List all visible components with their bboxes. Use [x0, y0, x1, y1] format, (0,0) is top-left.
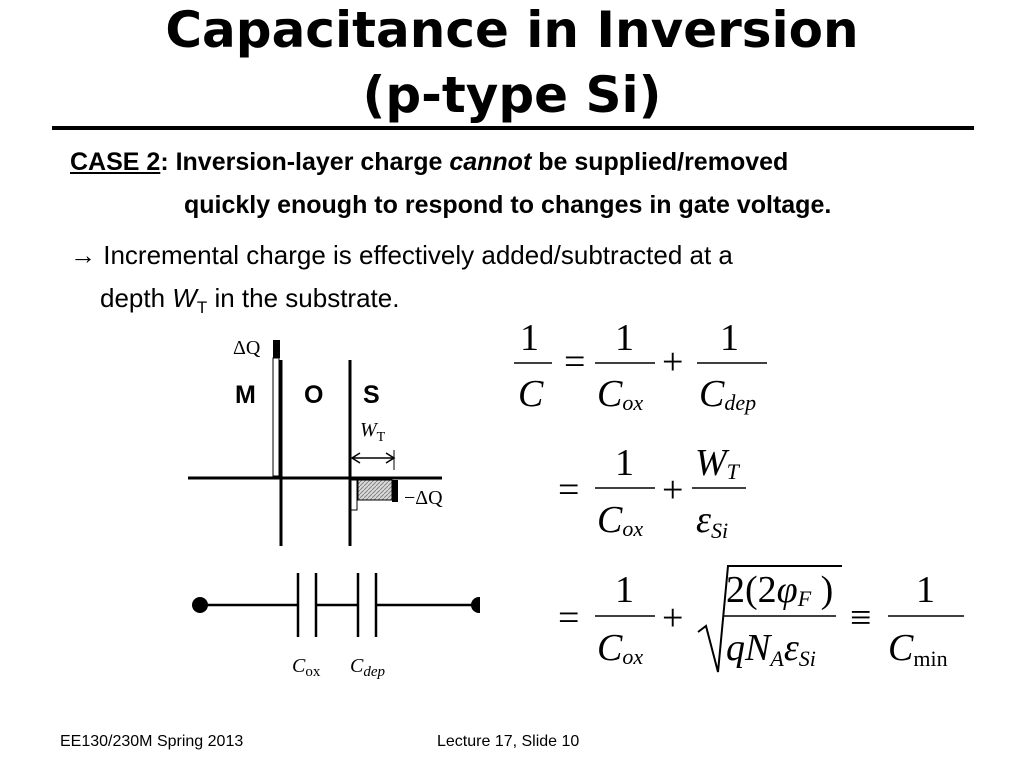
bullet-var-w: W — [172, 283, 197, 313]
layer-o: O — [304, 381, 323, 409]
metal-charge-column — [272, 357, 280, 477]
eq1-num-3: 1 — [720, 317, 739, 359]
metal-charge-bar — [273, 340, 280, 358]
eq1-num-1: 1 — [520, 317, 539, 359]
eq2-den-cox: Cox — [597, 499, 643, 541]
footer-lecture: Lecture 17, Slide 10 — [437, 733, 580, 750]
eq3-sqrt-den: qNAεSi — [726, 627, 816, 671]
depletion-charge — [357, 479, 393, 501]
capacitance-equations: 1 C = 1 Cox + 1 Cdep = 1 Cox + WT εSi = … — [514, 317, 964, 673]
eq3-den-cox: Cox — [597, 627, 643, 669]
eq2-num-wt: WT — [695, 442, 741, 484]
case-text-b: be supplied/removed — [531, 148, 789, 176]
eq2-plus: + — [662, 469, 683, 511]
eq3-num-min: 1 — [916, 569, 935, 611]
slide-title-line2: (p-type Si) — [362, 66, 662, 124]
eq3-num-1: 1 — [615, 569, 634, 611]
incremental-charge-bar — [392, 480, 398, 502]
case-emphasis: cannot — [449, 148, 532, 176]
eq1-den-C: C — [518, 373, 544, 415]
case-text-line2: quickly enough to respond to changes in … — [184, 191, 832, 219]
eq2-equals: = — [558, 469, 579, 511]
eq3-sqrt-num: 2(2φF ) — [726, 569, 833, 611]
dq-top-label: ΔQ — [233, 337, 261, 359]
eq3-plus: + — [662, 597, 683, 639]
dq-bottom-label: −ΔQ — [404, 487, 443, 509]
cdep-label: Cdep — [350, 655, 386, 680]
arrow-icon: → — [70, 240, 96, 270]
eq3-den-cmin: Cmin — [888, 627, 948, 671]
bullet-text-2b: in the substrate. — [207, 283, 400, 313]
mos-diagram: ΔQ M O S WT −ΔQ Cox Cdep — [188, 337, 480, 680]
eq1-num-2: 1 — [615, 317, 634, 359]
case-text: CASE 2: Inversion-layer charge cannot be… — [70, 147, 788, 178]
eq3-equals: = — [558, 597, 579, 639]
eq1-den-cdep: Cdep — [699, 373, 756, 415]
title-rule — [52, 126, 974, 130]
footer-course: EE130/230M Spring 2013 — [60, 733, 244, 750]
eq3-equiv: ≡ — [850, 597, 871, 639]
case-text-a: : Inversion-layer charge — [160, 148, 450, 176]
layer-m: M — [235, 381, 256, 409]
eq2-num-1: 1 — [615, 442, 634, 484]
bullet-line2: depth WT in the substrate. — [100, 283, 399, 323]
eq1-den-cox: Cox — [597, 373, 643, 415]
eq2-den-eps: εSi — [696, 499, 728, 543]
wt-arrow-left-head — [350, 452, 361, 464]
case-label: CASE 2 — [70, 148, 161, 176]
eq1-equals: = — [564, 341, 585, 383]
cox-label: Cox — [292, 655, 321, 680]
inversion-charge — [350, 479, 358, 511]
sqrt-sign — [697, 565, 842, 673]
wt-label: WT — [360, 419, 386, 445]
bullet-line1: → Incremental charge is effectively adde… — [70, 240, 733, 271]
bullet-var-sub: T — [196, 298, 208, 317]
layer-s: S — [363, 381, 380, 409]
slide-title-line1: Capacitance in Inversion — [165, 1, 859, 59]
eq1-plus: + — [662, 341, 683, 383]
bullet-text-2a: depth — [100, 283, 173, 313]
bullet-text-1: Incremental charge is effectively added/… — [96, 240, 733, 270]
